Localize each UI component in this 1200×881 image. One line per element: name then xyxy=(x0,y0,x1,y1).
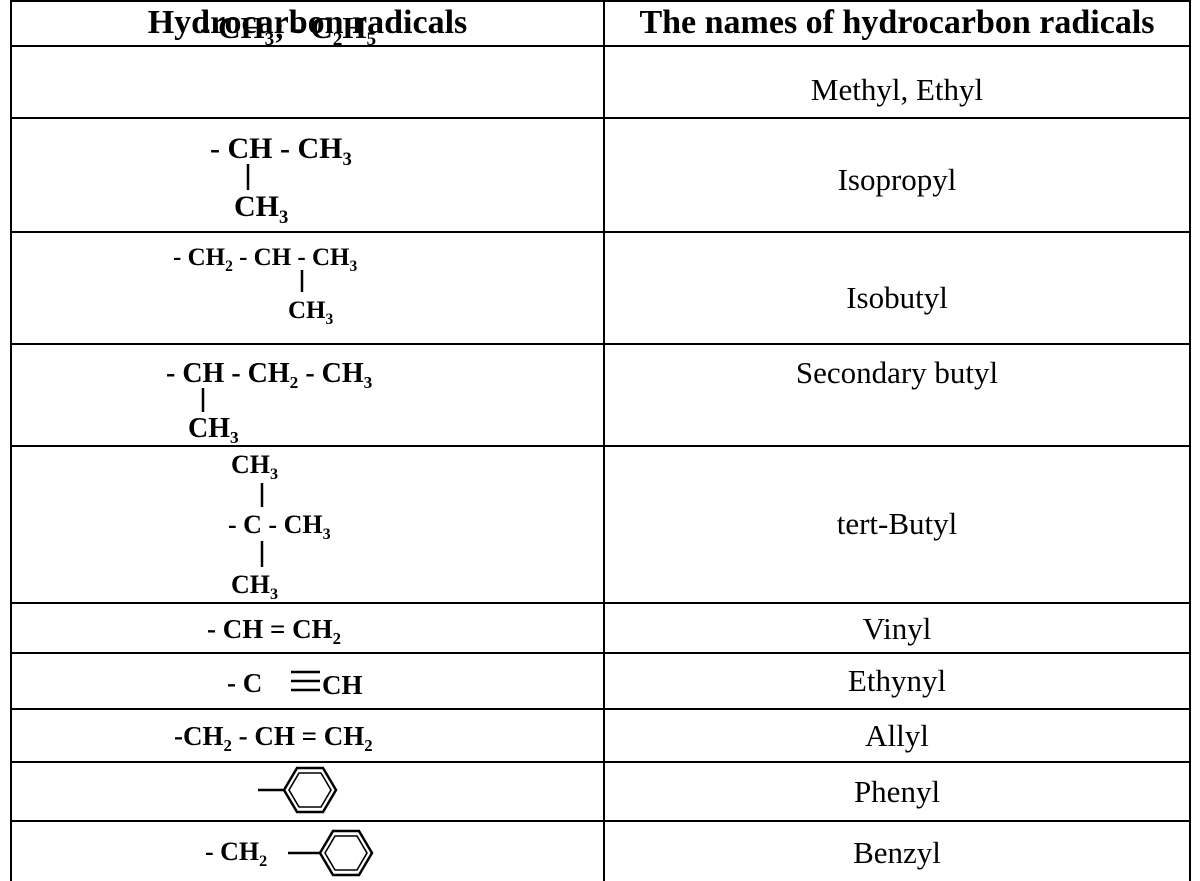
formula-isopropyl-branch: CH3 xyxy=(234,190,288,228)
formula-sec-butyl-branch: CH3 xyxy=(188,413,239,447)
formula-sec-butyl-main: - CH - CH2 - CH3 xyxy=(166,358,373,392)
formula-benzyl: - CH2 xyxy=(205,837,267,870)
name-methyl-ethyl: Methyl, Ethyl xyxy=(810,72,984,107)
triple-bond xyxy=(291,670,320,692)
formula-vinyl: - CH = CH2 xyxy=(207,614,341,648)
formula-tert-butyl-top: CH3 xyxy=(231,450,278,483)
name-tert-butyl: tert-Butyl xyxy=(836,506,958,541)
formula-ethynyl-left: - C xyxy=(227,668,262,698)
formula-ethynyl-right: CH xyxy=(322,670,363,700)
benzene-ring-icon xyxy=(318,829,374,877)
header-hydrocarbon-radicals: Hydrocarbon radicals xyxy=(147,4,468,41)
formula-isobutyl-branch: CH3 xyxy=(288,297,334,328)
name-isopropyl: Isopropyl xyxy=(837,162,957,197)
formula-methyl-ethyl: - CH3; - C2H5 xyxy=(200,10,376,50)
name-benzyl: Benzyl xyxy=(853,835,941,870)
formula-tert-butyl-bottom: CH3 xyxy=(231,570,278,603)
name-ethynyl: Ethynyl xyxy=(847,663,947,698)
formula-allyl: -CH2 - CH = CH2 xyxy=(174,721,373,755)
benzene-ring-icon xyxy=(282,766,338,814)
name-allyl: Allyl xyxy=(865,718,929,753)
name-phenyl: Phenyl xyxy=(853,774,941,809)
name-isobutyl: Isobutyl xyxy=(846,280,948,315)
header-radical-names: The names of hydrocarbon radicals xyxy=(639,4,1155,41)
name-vinyl: Vinyl xyxy=(862,611,932,646)
name-secondary-butyl: Secondary butyl xyxy=(795,355,999,390)
formula-isopropyl-main: - CH - CH3 xyxy=(210,132,352,170)
formula-tert-butyl-main: - C - CH3 xyxy=(228,510,331,543)
formula-isobutyl-main: - CH2 - CH - CH3 xyxy=(173,244,357,275)
